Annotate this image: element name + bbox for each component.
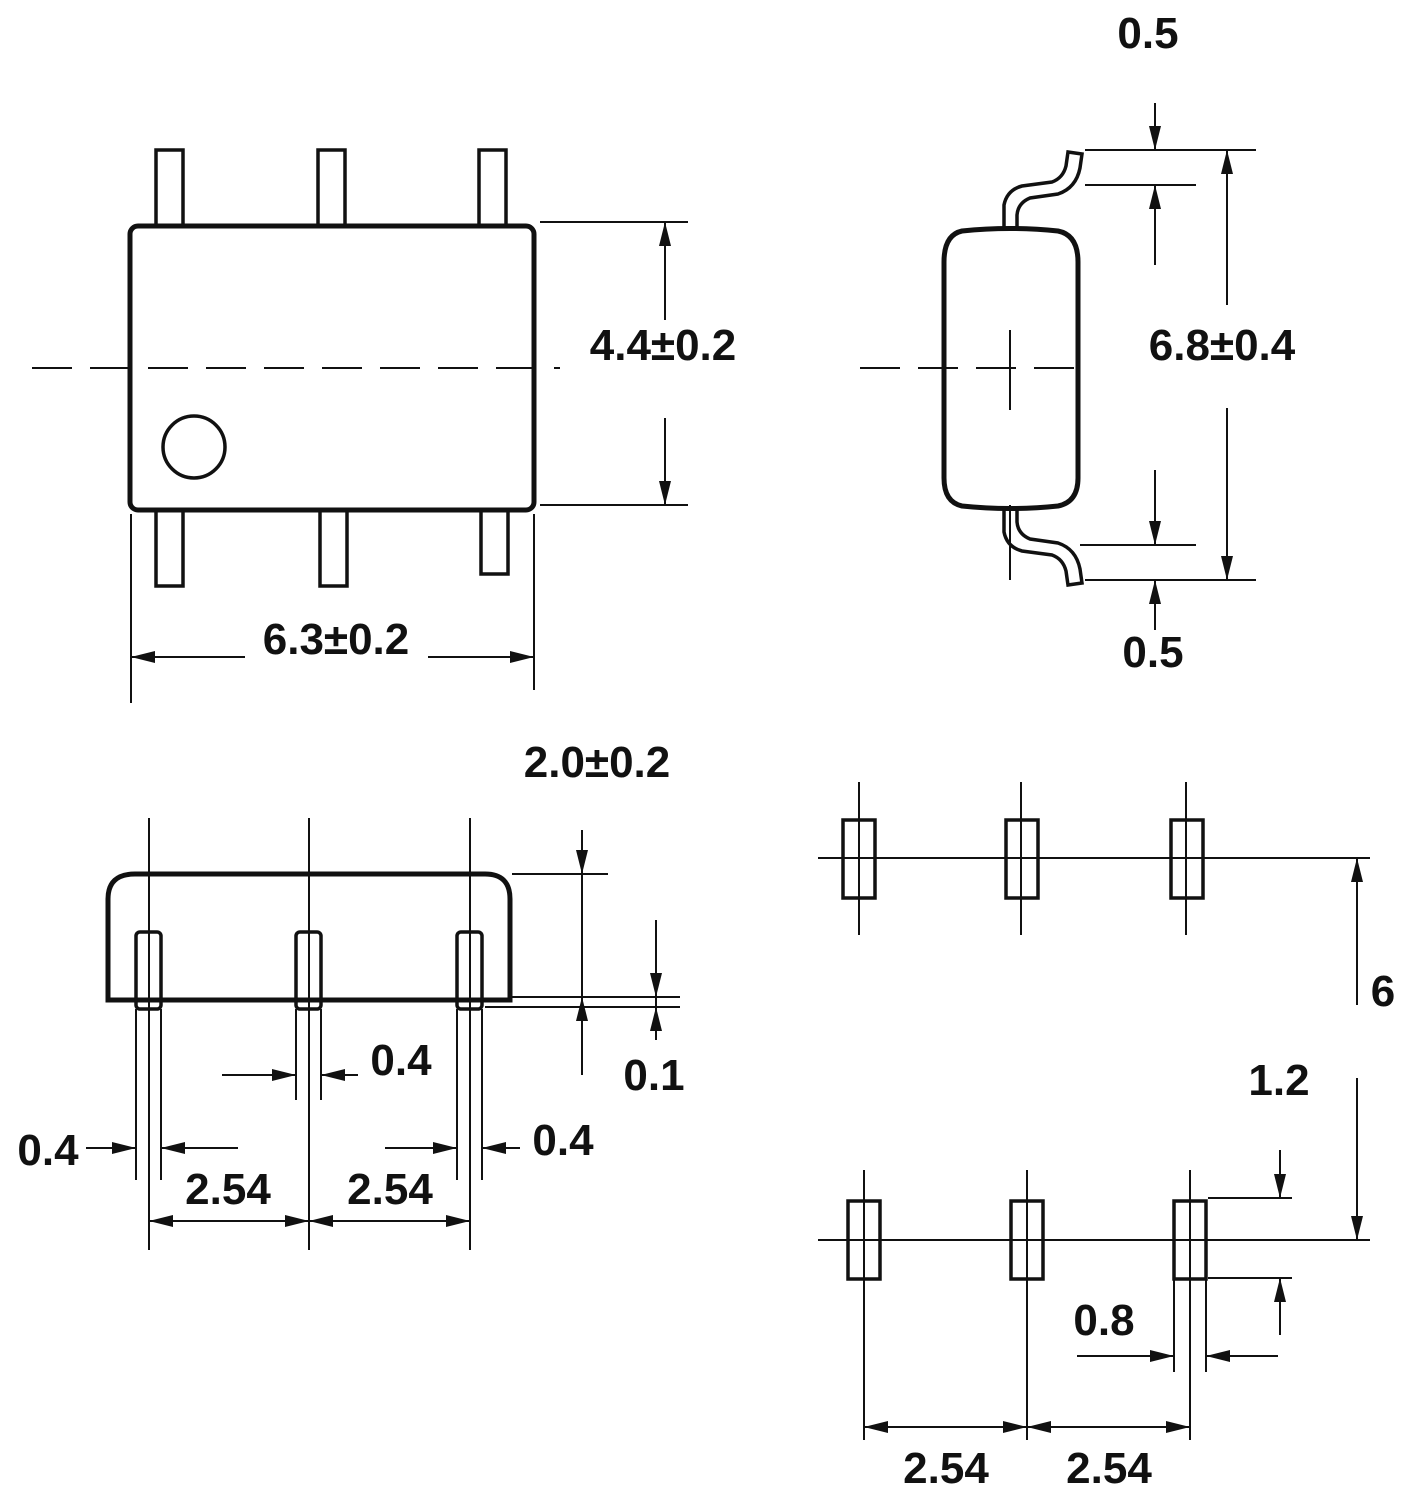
land-pad <box>841 818 877 900</box>
front-view-pitch-left: 2.54 <box>185 1165 271 1214</box>
front-view-right-lead-width: 0.4 <box>532 1116 594 1165</box>
bottom-lead <box>318 508 349 588</box>
bottom-lead <box>154 508 185 588</box>
side-body <box>941 226 1081 511</box>
front-body <box>105 871 513 1003</box>
bottom-lead <box>479 508 510 576</box>
land-pattern-pitch-left: 2.54 <box>903 1444 989 1493</box>
land-pattern-row-spacing: 6 <box>1371 967 1395 1016</box>
front-view-standoff-label: 0.1 <box>623 1051 684 1100</box>
side-lead-bottom <box>1002 509 1084 587</box>
land-pad <box>846 1199 882 1281</box>
top-lead <box>477 148 508 228</box>
land-pattern: 6 1.2 0.8 2.54 2.54 <box>818 782 1395 1493</box>
side-view-top-lead-label: 0.5 <box>1117 9 1178 58</box>
land-pad <box>1169 818 1205 900</box>
front-view-pitch-right: 2.54 <box>347 1165 433 1214</box>
top-view-height-label: 4.4±0.2 <box>590 321 736 370</box>
top-view-width-label: 6.3±0.2 <box>263 615 409 664</box>
land-pattern-pitch-right: 2.54 <box>1066 1444 1152 1493</box>
land-pattern-pad-length: 1.2 <box>1248 1056 1309 1105</box>
pin1-marker <box>161 414 227 480</box>
side-view-height-label: 6.8±0.4 <box>1149 321 1296 370</box>
side-lead-top <box>1002 150 1084 228</box>
front-view: 2.0±0.2 0.1 0.4 0.4 0.4 2.54 2.54 <box>17 738 685 1250</box>
side-view-bottom-lead-label: 0.5 <box>1122 628 1183 677</box>
top-lead <box>316 148 347 228</box>
top-lead <box>154 148 185 228</box>
top-view: 4.4±0.2 6.3±0.2 <box>32 148 736 703</box>
land-pad <box>1009 1199 1045 1281</box>
front-view-height-label: 2.0±0.2 <box>524 738 670 787</box>
side-view: 6.8±0.4 0.5 0.5 <box>860 9 1296 677</box>
land-pattern-pad-width: 0.8 <box>1073 1296 1134 1345</box>
front-view-left-lead-width: 0.4 <box>17 1126 79 1175</box>
land-pad <box>1172 1199 1208 1281</box>
front-view-middle-lead-width: 0.4 <box>370 1036 432 1085</box>
land-pad <box>1004 818 1040 900</box>
